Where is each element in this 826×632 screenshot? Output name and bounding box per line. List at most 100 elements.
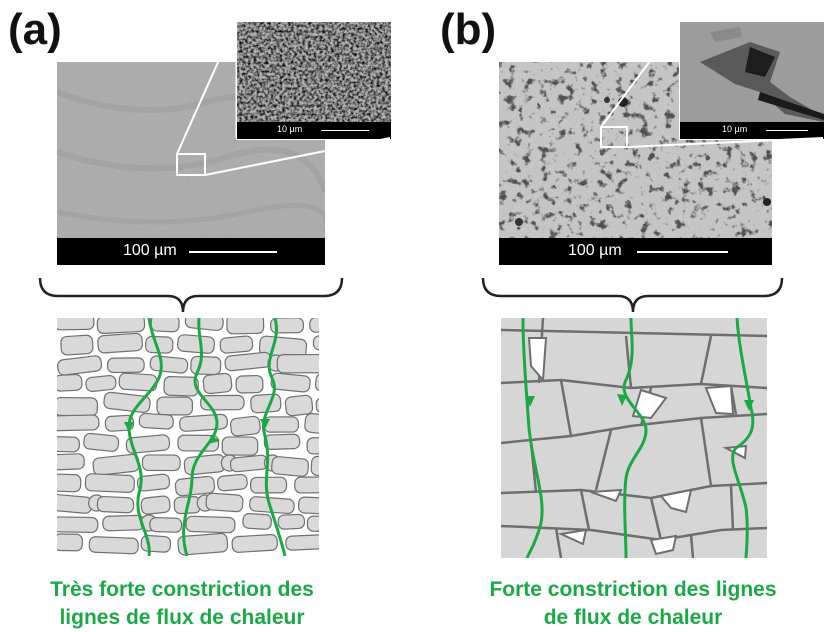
- scalebar-b: 100 µm: [499, 238, 772, 265]
- grain: [315, 395, 319, 414]
- inset-b-texture: [680, 22, 824, 122]
- caption-b: Forte constriction des lignes de flux de…: [458, 576, 808, 632]
- grain: [177, 532, 229, 556]
- grain: [57, 355, 103, 376]
- grain: [57, 373, 83, 392]
- grain: [149, 517, 183, 533]
- grain: [229, 454, 269, 473]
- grain: [57, 414, 100, 432]
- grain: [57, 453, 85, 471]
- flux-arrow-a-3: [260, 419, 270, 429]
- grain: [277, 513, 306, 530]
- grain: [314, 373, 319, 396]
- inset-a-scalebar-line: [321, 130, 369, 131]
- grain: [141, 454, 181, 472]
- flux-arrow-b-3: [744, 400, 754, 411]
- grain: [85, 374, 117, 392]
- flux-line-b-3: [731, 318, 755, 558]
- grain: [57, 533, 83, 552]
- grain: [216, 473, 248, 492]
- grain: [294, 476, 319, 494]
- inset-a-texture: [237, 22, 391, 122]
- grain: [177, 434, 220, 452]
- scalebar-b-line: [637, 251, 728, 253]
- grain: [102, 514, 145, 532]
- flux-arrow-a-2: [208, 435, 220, 444]
- grain: [125, 434, 171, 454]
- flux-line-a-3: [261, 318, 287, 556]
- grain: [57, 318, 95, 331]
- grain: [190, 355, 222, 376]
- panel-label-b: (b): [440, 5, 497, 54]
- grain: [140, 495, 171, 515]
- flux-arrow-a-1: [124, 422, 134, 432]
- grain: [229, 415, 261, 437]
- caption-a-line2: lignes de flux de chaleur: [59, 606, 305, 629]
- schematic-a: [57, 318, 319, 556]
- grain: [60, 334, 94, 356]
- grain: [235, 374, 264, 394]
- grain: [297, 496, 319, 515]
- caption-a: Très forte constriction des lignes de fl…: [12, 576, 352, 632]
- grain: [96, 318, 146, 335]
- inset-b-scalebar-label: 10 µm: [722, 124, 748, 134]
- grain: [179, 413, 228, 432]
- grain: [202, 372, 233, 395]
- scalebar-a-label: 100 µm: [123, 242, 177, 259]
- grain: [97, 332, 143, 354]
- grain: [242, 513, 272, 530]
- grain: [271, 456, 310, 477]
- flux-arrow-b-1: [525, 396, 535, 407]
- grain: [306, 515, 319, 533]
- grain: [276, 353, 319, 374]
- grain: [250, 476, 288, 494]
- grain: [205, 492, 244, 513]
- grain: [219, 335, 254, 354]
- grain: [263, 433, 301, 450]
- bracket-a: [38, 277, 344, 313]
- scalebar-a-line: [189, 251, 277, 253]
- grain: [150, 318, 180, 333]
- caption-b-line1: Forte constriction des lignes: [489, 578, 777, 601]
- flux-line-b-2: [622, 318, 648, 558]
- grain: [163, 375, 199, 397]
- grain: [312, 334, 319, 351]
- grain: [57, 493, 93, 514]
- grain: [221, 436, 259, 456]
- inset-b-scalebar: 10 µm: [680, 122, 824, 139]
- grain: [177, 334, 215, 354]
- grain: [285, 533, 319, 551]
- grain: [304, 413, 319, 437]
- grain: [231, 533, 278, 553]
- caption-b-line2: de flux de chaleur: [543, 606, 723, 629]
- grain: [57, 473, 82, 493]
- inset-b-scalebar-line: [766, 130, 808, 131]
- grain: [226, 318, 265, 335]
- grain: [136, 473, 171, 492]
- grain: [270, 318, 304, 334]
- grain: [83, 432, 120, 452]
- scalebar-a: 100 µm: [57, 238, 325, 265]
- flux-line-b-1: [521, 318, 544, 558]
- inset-a-scalebar: 10 µm: [237, 122, 391, 139]
- grain: [309, 318, 319, 333]
- grain: [270, 372, 311, 393]
- grain: [310, 455, 319, 479]
- flux-lines-a: [124, 318, 287, 556]
- inset-a-scalebar-label: 10 µm: [277, 124, 303, 134]
- grain: [103, 391, 151, 414]
- caption-a-line1: Très forte constriction des: [50, 578, 314, 601]
- flux-arrow-b-2: [617, 394, 627, 406]
- grain: [96, 495, 135, 514]
- grain: [84, 473, 135, 493]
- schematic-b: [501, 318, 767, 558]
- grain: [149, 355, 189, 374]
- grain: [156, 396, 194, 416]
- pores-b: [527, 337, 748, 556]
- grain: [306, 436, 319, 455]
- grain: [106, 357, 145, 374]
- grain: [184, 318, 224, 332]
- grain: [284, 394, 314, 417]
- bracket-b: [481, 277, 784, 313]
- grain: [183, 454, 226, 476]
